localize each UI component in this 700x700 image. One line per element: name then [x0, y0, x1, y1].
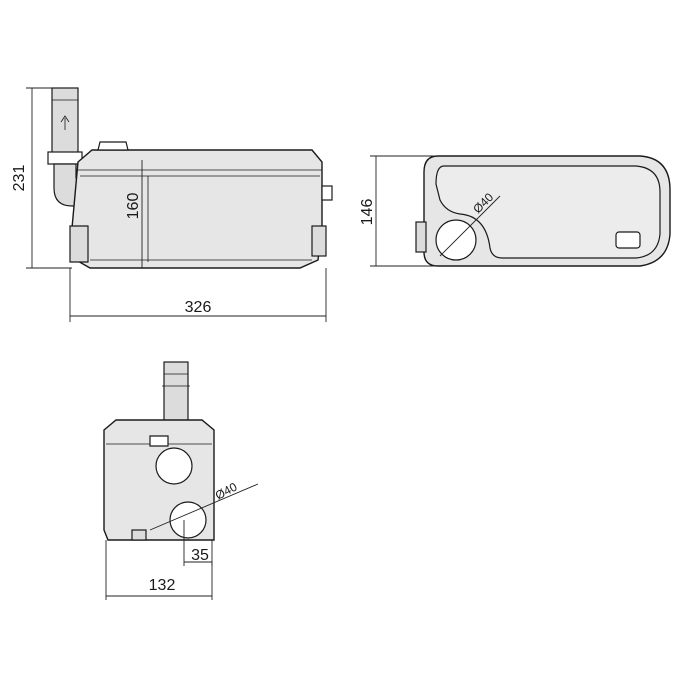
side-pipe	[163, 361, 189, 431]
left-foot	[69, 225, 89, 263]
side-upper-circle	[155, 447, 193, 485]
dim-146-label: 146	[359, 199, 376, 226]
top-view: Ø40 146	[359, 155, 671, 267]
side-clip	[149, 435, 169, 447]
top-vent-square	[615, 231, 641, 249]
dim-160-label: 160	[125, 193, 142, 220]
lid-cap	[97, 141, 129, 151]
top-body-inner	[435, 165, 661, 259]
side-foot	[131, 529, 147, 541]
top-left-tab	[415, 221, 427, 253]
side-diameter-label: Ø40	[213, 479, 240, 502]
front-body	[71, 149, 323, 269]
pipe-clamp	[47, 151, 83, 165]
front-view: 231 160 326	[11, 87, 333, 322]
flow-arrow-icon	[60, 115, 70, 130]
dim-231-label: 231	[11, 165, 28, 192]
dim-35-label: 35	[191, 547, 209, 564]
right-foot	[311, 225, 327, 257]
side-lower-circle	[169, 501, 207, 539]
side-inlet	[321, 185, 333, 201]
dim-132-label: 132	[149, 577, 176, 594]
side-view: Ø40 35 132	[103, 361, 259, 600]
dim-326-label: 326	[185, 299, 212, 316]
